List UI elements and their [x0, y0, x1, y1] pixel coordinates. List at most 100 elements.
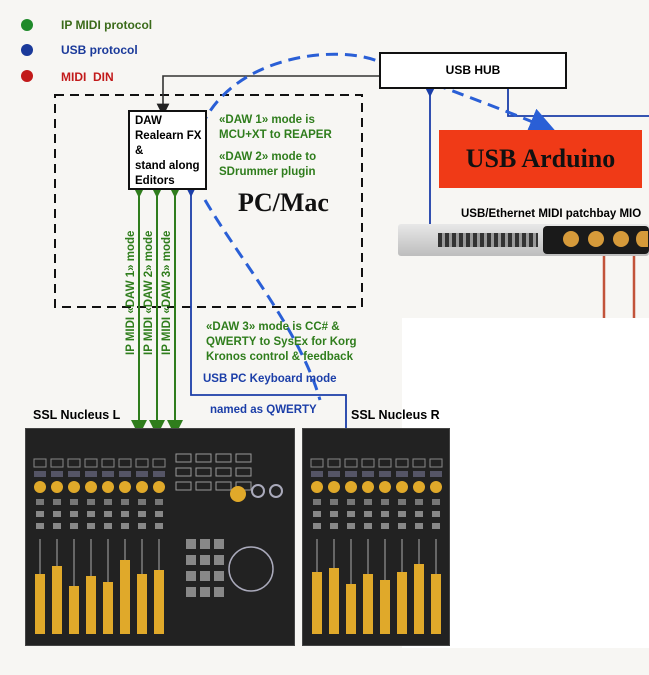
channel-button: [347, 511, 355, 517]
patchbay-port-strip: [438, 233, 538, 247]
transport-button: [214, 571, 224, 581]
fader-level: [414, 564, 424, 634]
channel-button: [430, 471, 442, 477]
channel-button: [36, 523, 44, 529]
patchbay-label: USB/Ethernet MIDI patchbay MIO: [461, 208, 642, 220]
legend-usb-dot: [21, 44, 33, 56]
channel-button: [121, 511, 129, 517]
channel-button: [53, 523, 61, 529]
channel-display: [412, 458, 426, 468]
legend-din-label: MIDI DIN: [61, 70, 114, 84]
channel-button: [381, 499, 389, 505]
channel-button: [119, 471, 131, 477]
fader-level: [329, 568, 339, 634]
fader-level: [312, 572, 322, 634]
channel-display: [378, 458, 392, 468]
channel-knob-icon: [311, 481, 323, 493]
channel-button: [432, 511, 440, 517]
patchbay-device: [398, 224, 649, 256]
hub-to-arduino-line: [507, 89, 649, 117]
channel-button: [68, 471, 80, 477]
control-button: [215, 467, 232, 477]
channel-button: [330, 511, 338, 517]
fader-level: [86, 576, 96, 634]
transport-button: [200, 587, 210, 597]
usb-keyboard-label: USB PC Keyboard mode: [203, 373, 337, 385]
fader-level: [380, 580, 390, 634]
control-button: [195, 481, 212, 491]
channel-button: [381, 511, 389, 517]
channel-button: [432, 499, 440, 505]
channel-button: [87, 511, 95, 517]
channel-button: [364, 499, 372, 505]
fader-level: [431, 574, 441, 634]
channel-knob-icon: [119, 481, 131, 493]
fader-level: [363, 574, 373, 634]
control-button: [215, 453, 232, 463]
channel-button: [379, 471, 391, 477]
usb-arduino-label: USB Arduino: [465, 144, 616, 173]
channel-button: [51, 471, 63, 477]
fader-level: [154, 570, 164, 634]
channel-display: [101, 458, 115, 468]
fader-level: [346, 584, 356, 634]
channel-button: [328, 471, 340, 477]
usb-keyboard-line: [183, 182, 347, 428]
fader-level: [52, 566, 62, 634]
channel-button: [347, 499, 355, 505]
channel-knob-icon: [328, 481, 340, 493]
note-daw3-line1: «DAW 3» mode is CC# &: [206, 321, 340, 333]
note-daw1: «DAW 1» mode is MCU+XT to REAPER: [219, 113, 332, 143]
channel-button: [396, 471, 408, 477]
channel-button: [121, 523, 129, 529]
control-knob-icon: [251, 484, 265, 498]
channel-button: [87, 499, 95, 505]
dashed-usb-curve: [190, 52, 557, 184]
note-daw1-line2: MCU+XT to REAPER: [219, 129, 332, 141]
channel-button: [70, 511, 78, 517]
control-button: [175, 467, 192, 477]
control-button: [235, 453, 252, 463]
channel-knob-icon: [85, 481, 97, 493]
channel-button: [138, 511, 146, 517]
note-daw3-line2: QWERTY to SysEx for Korg: [206, 336, 357, 348]
channel-display: [344, 458, 358, 468]
channel-button: [415, 511, 423, 517]
channel-button: [364, 523, 372, 529]
usb-hub-label: USB HUB: [445, 63, 501, 77]
channel-button: [415, 499, 423, 505]
channel-button: [398, 511, 406, 517]
channel-button: [153, 471, 165, 477]
transport-button: [200, 571, 210, 581]
daw-box: DAW Realearn FX & stand along Editors: [128, 110, 207, 190]
ssl-right-surface: [310, 458, 443, 634]
channel-button: [362, 471, 374, 477]
control-button: [235, 467, 252, 477]
channel-display: [50, 458, 64, 468]
channel-button: [345, 471, 357, 477]
knob-icon: [613, 231, 629, 247]
note-daw2: «DAW 2» mode to SDrummer plugin: [219, 150, 316, 180]
fader-level: [35, 574, 45, 634]
channel-knob-icon: [68, 481, 80, 493]
fader-level: [397, 572, 407, 634]
note-daw1-line1: «DAW 1» mode is: [219, 114, 315, 126]
fader-level: [69, 586, 79, 634]
channel-knob-icon: [51, 481, 63, 493]
ssl-nucleus-right: [302, 428, 450, 646]
channel-knob-icon: [362, 481, 374, 493]
channel-button: [87, 523, 95, 529]
channel-button: [432, 523, 440, 529]
knob-icon: [563, 231, 579, 247]
daw-line-2: Realearn FX: [135, 130, 202, 142]
channel-button: [121, 499, 129, 505]
transport-button: [214, 539, 224, 549]
note-daw3: «DAW 3» mode is CC# & QWERTY to SysEx fo…: [206, 320, 357, 365]
transport-button: [214, 555, 224, 565]
note-daw2-line1: «DAW 2» mode to: [219, 151, 317, 163]
transport-button: [186, 539, 196, 549]
channel-button: [104, 499, 112, 505]
channel-display: [67, 458, 81, 468]
channel-knob-icon: [379, 481, 391, 493]
transport-button: [186, 587, 196, 597]
